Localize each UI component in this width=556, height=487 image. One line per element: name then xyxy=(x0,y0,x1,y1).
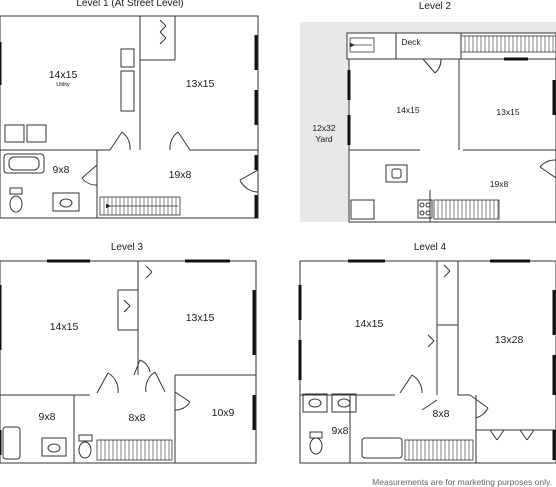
deck-label: Deck xyxy=(401,37,421,47)
level-2-outline xyxy=(348,58,556,223)
bathtub-icon xyxy=(3,153,45,174)
dryer-icon xyxy=(26,124,47,143)
bathtub-icon xyxy=(361,437,403,459)
yard-label: 12x32 xyxy=(312,123,335,133)
room-label: 13x28 xyxy=(495,334,524,346)
bathtub-icon xyxy=(2,426,21,460)
level-4-plan: Level 4 xyxy=(298,242,556,464)
room-label: 14x15 xyxy=(50,321,79,333)
stairs-icon xyxy=(433,199,500,220)
level-1-outline xyxy=(0,15,259,219)
room-label: 13x15 xyxy=(186,312,215,324)
yard-label: Yard xyxy=(315,134,333,144)
room-label: 14x15 xyxy=(396,105,419,115)
room-sublabel: Utility xyxy=(56,82,70,88)
room-label: 9x8 xyxy=(39,411,56,423)
level-2-plan: Level 2 Deck 12x32 Yard xyxy=(300,1,556,223)
toilet-icon xyxy=(309,431,323,439)
room-label: 19x8 xyxy=(169,169,192,181)
footer-disclaimer: Measurements are for marketing purposes … xyxy=(372,477,552,487)
washer-icon xyxy=(4,124,25,143)
room-label: 19x8 xyxy=(490,179,509,189)
utility-fixture xyxy=(120,48,135,68)
stove-icon xyxy=(417,199,433,219)
sink-icon xyxy=(302,393,328,413)
sink-icon xyxy=(41,437,67,457)
toilet-icon xyxy=(9,187,23,195)
kitchen-sink-icon xyxy=(385,164,408,183)
sink-icon xyxy=(52,192,80,212)
room-label: 14x15 xyxy=(355,318,384,330)
level-2-title: Level 2 xyxy=(419,1,452,12)
deck-area xyxy=(346,32,556,60)
room-label: 10x9 xyxy=(212,407,235,419)
room-label: 9x8 xyxy=(53,164,70,176)
room-label: 13x15 xyxy=(186,78,215,90)
level-4-title: Level 4 xyxy=(414,242,447,253)
sink-icon xyxy=(331,393,357,413)
room-label: 8x8 xyxy=(129,412,146,424)
level-3-title: Level 3 xyxy=(111,242,144,253)
level-3-outline xyxy=(0,260,257,464)
level-1-plan: Level 1 (At Street Level) xyxy=(0,0,259,219)
level-3-plan: Level 3 14x15 1 xyxy=(0,242,257,464)
room-label: 13x15 xyxy=(496,107,519,117)
toilet-icon xyxy=(78,434,93,442)
fridge-icon xyxy=(350,199,375,220)
utility-fixture xyxy=(120,70,135,112)
deck-stairs-icon xyxy=(460,35,556,53)
stairs-icon xyxy=(404,439,474,461)
stairs-icon xyxy=(96,439,173,461)
room-label: 8x8 xyxy=(433,408,450,420)
room-label: 9x8 xyxy=(332,425,349,437)
level-1-title: Level 1 (At Street Level) xyxy=(76,0,183,9)
room-label: 14x15 xyxy=(49,69,78,81)
